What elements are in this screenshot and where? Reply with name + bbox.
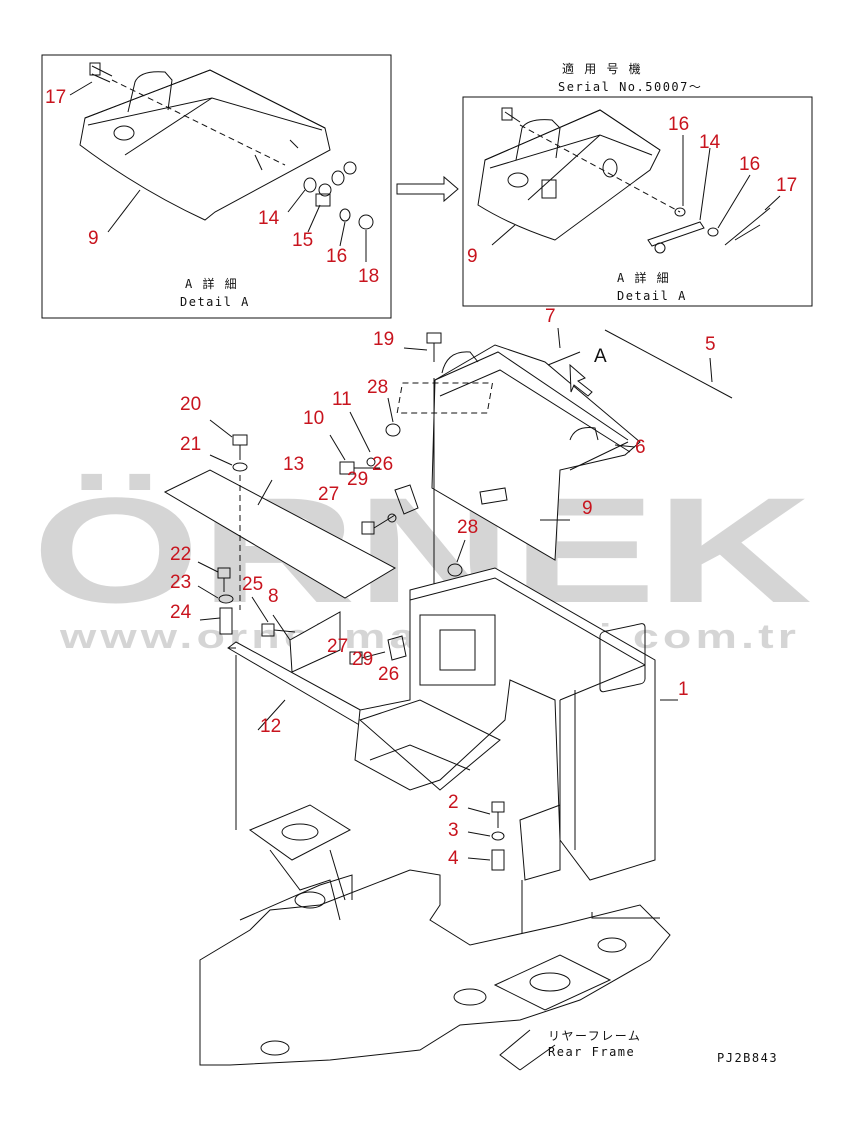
part-label-25: 25 — [242, 574, 263, 595]
main-assembly: A — [163, 306, 778, 1071]
detail-a-label-en: Detail A — [180, 295, 250, 309]
part-label-2: 2 — [448, 792, 459, 813]
part-label-1: 1 — [678, 679, 689, 700]
part-label-23: 23 — [170, 572, 191, 593]
part-label-9: 9 — [582, 498, 593, 519]
part-label-20: 20 — [180, 394, 201, 415]
drawing-code: PJ2B843 — [717, 1051, 778, 1065]
part-label-7: 7 — [545, 306, 556, 327]
part-label-11: 11 — [332, 389, 352, 410]
serial-label-en: Serial No.50007～ — [558, 80, 702, 94]
part-label-3: 3 — [448, 820, 459, 841]
part-label-21: 21 — [180, 434, 201, 455]
part-label-9: 9 — [88, 228, 99, 249]
part-label-27: 27 — [327, 636, 348, 657]
part-label-18: 18 — [358, 266, 379, 287]
detail-a-label-jp: A 詳 細 — [185, 276, 238, 291]
part-label-16: 16 — [326, 246, 347, 267]
view-marker: A — [594, 346, 607, 367]
part-label-29: 29 — [352, 649, 373, 670]
serial-detail-box: 適 用 号 機 Serial No.50007～ 16 14 16 17 9 A… — [462, 61, 813, 307]
part-label-28: 28 — [457, 517, 478, 538]
part-label-16: 16 — [668, 114, 689, 135]
detail-a-label-en: Detail A — [617, 289, 687, 303]
direction-arrow — [396, 175, 459, 203]
part-label-26: 26 — [378, 664, 399, 685]
part-label-5: 5 — [705, 334, 716, 355]
part-label-8: 8 — [268, 586, 279, 607]
part-label-17: 17 — [776, 175, 797, 196]
part-label-17: 17 — [45, 87, 66, 108]
part-label-24: 24 — [170, 602, 192, 623]
part-label-14: 14 — [258, 208, 280, 229]
detail-a-label-jp: A 詳 細 — [617, 270, 670, 285]
part-label-13: 13 — [283, 454, 304, 475]
serial-label-jp: 適 用 号 機 — [562, 61, 642, 76]
watermark: ÖRNEK www.ornekmakinalari.com.tr — [32, 466, 812, 656]
part-label-4: 4 — [448, 848, 459, 869]
part-label-28: 28 — [367, 377, 388, 398]
part-label-14: 14 — [699, 132, 721, 153]
part-label-26: 26 — [372, 454, 393, 475]
part-label-19: 19 — [373, 329, 394, 350]
part-label-6: 6 — [635, 437, 646, 458]
detail-a-box: 17 9 14 15 16 18 A 詳 細 Detail A — [41, 54, 392, 319]
part-label-10: 10 — [303, 408, 324, 429]
part-label-9: 9 — [467, 246, 478, 267]
part-label-16: 16 — [739, 154, 760, 175]
part-label-27: 27 — [318, 484, 339, 505]
rear-frame-label-jp: リヤーフレーム — [548, 1029, 641, 1043]
part-label-12: 12 — [260, 716, 281, 737]
rear-frame-label-en: Rear Frame — [548, 1045, 635, 1059]
part-label-29: 29 — [347, 469, 368, 490]
part-label-22: 22 — [170, 544, 191, 565]
part-label-15: 15 — [292, 230, 313, 251]
